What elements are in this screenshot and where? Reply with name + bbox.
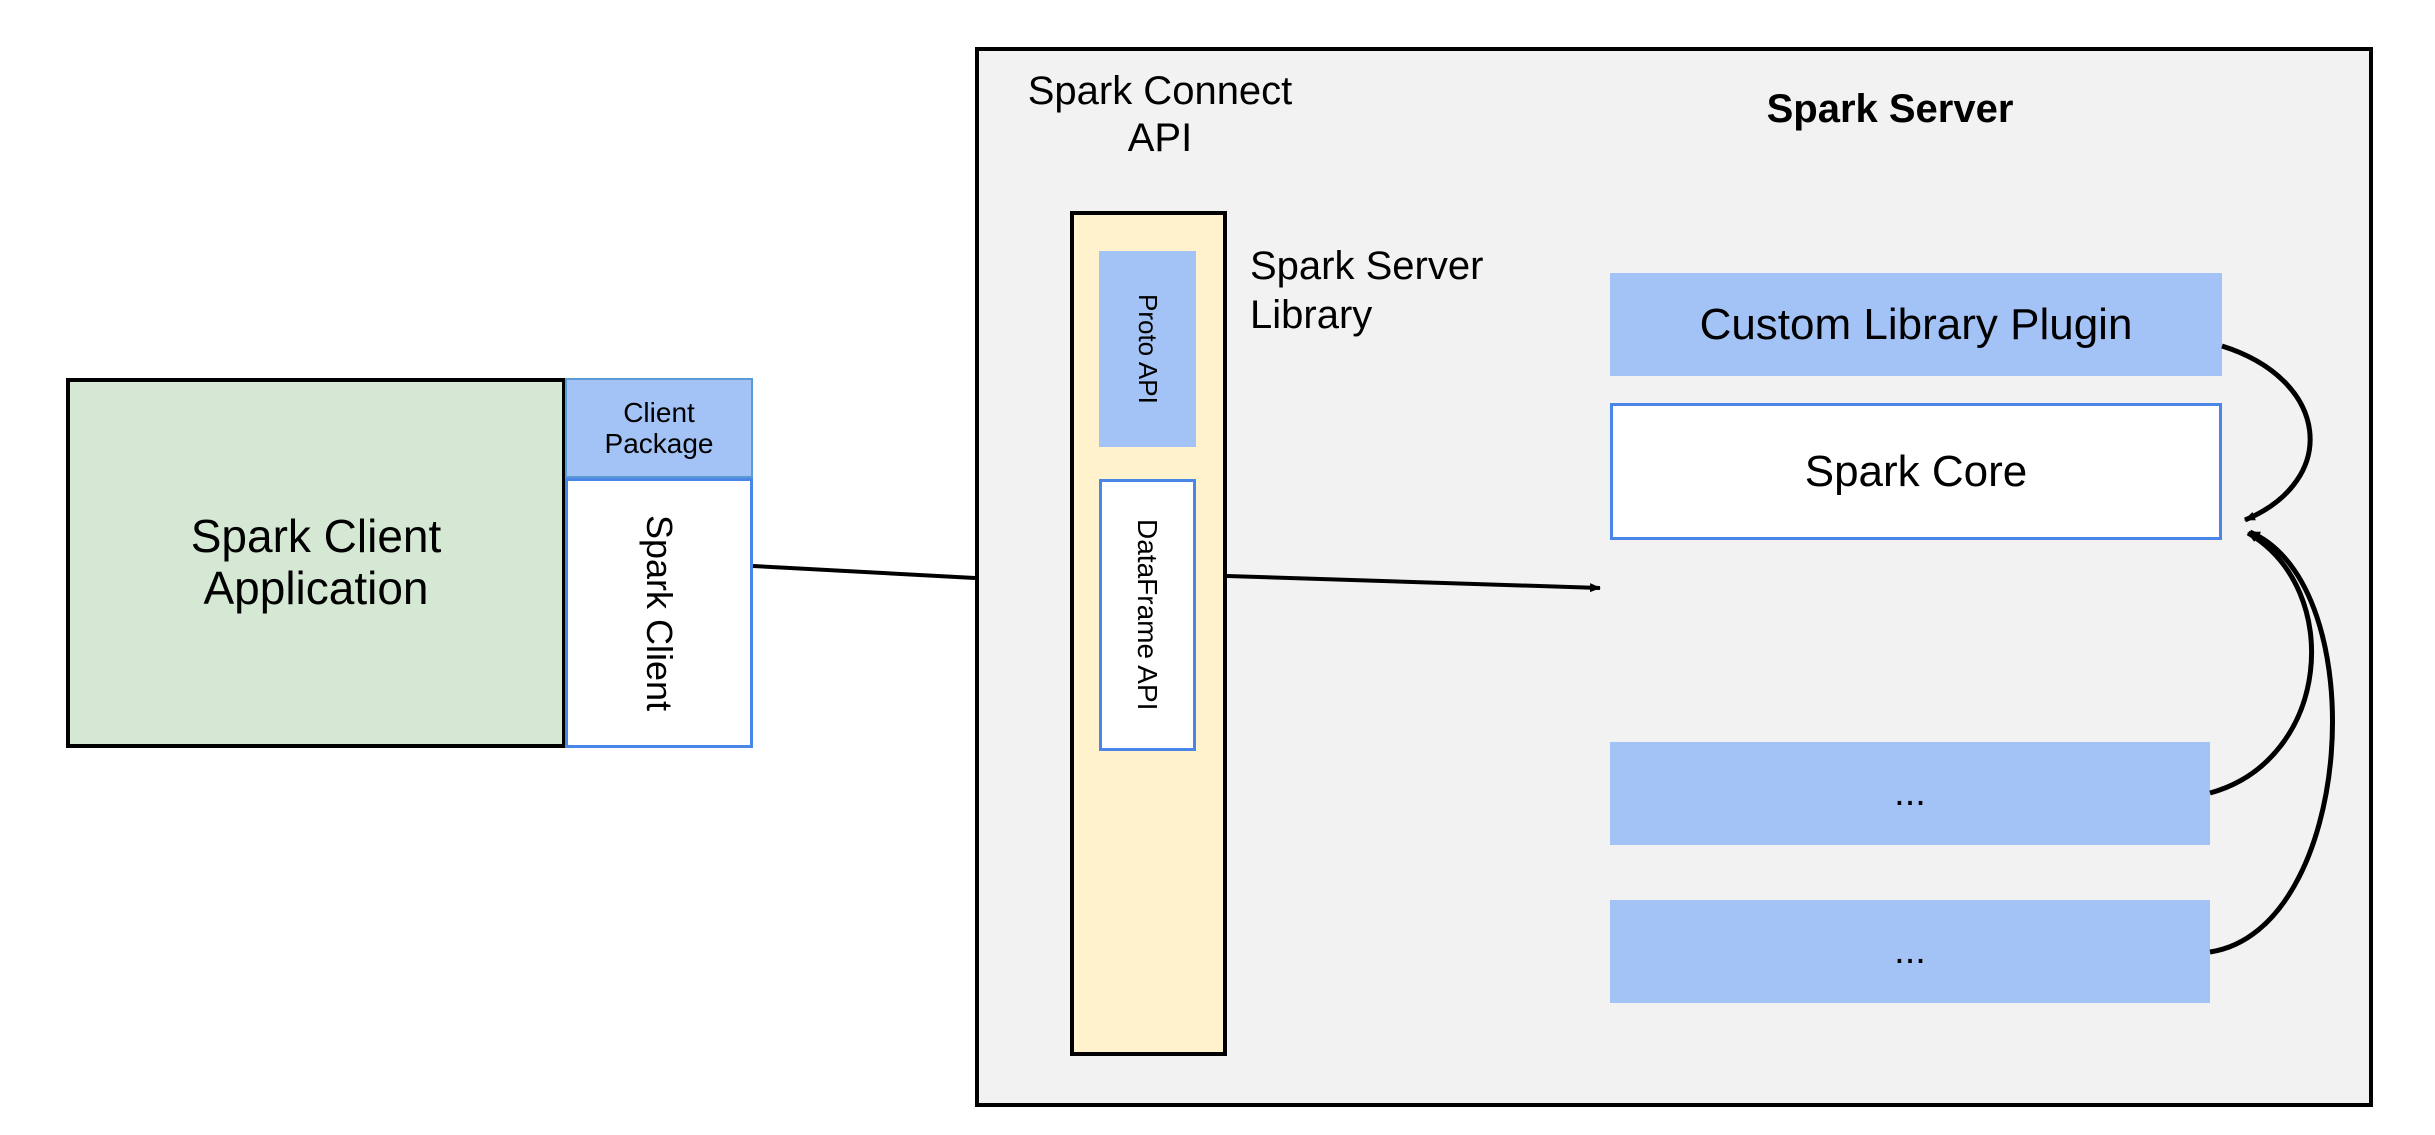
spark-core-box[interactable]: Spark Core <box>1610 403 2222 540</box>
spark-server-library-label: Spark Server Library <box>1250 244 1484 337</box>
proto-api-label: Proto API <box>1133 294 1164 404</box>
spark-server-title: Spark Server <box>1766 87 2014 131</box>
client-package-label: Client Package <box>604 396 714 459</box>
spark-core-label: Spark Core <box>1804 446 2028 496</box>
proto-api-box[interactable]: Proto API <box>1099 251 1196 447</box>
custom-library-plugin-label: Custom Library Plugin <box>1699 299 2133 349</box>
spark-client-label: Spark Client <box>639 514 681 712</box>
dataframe-api-label: DataFrame API <box>1132 519 1164 711</box>
connector-client-to-server <box>752 564 976 580</box>
spark-client-application-box[interactable]: Spark Client Application <box>66 378 566 748</box>
ellipsis-label-2: ... <box>1894 930 1926 973</box>
custom-library-plugin-box[interactable]: Custom Library Plugin <box>1610 273 2222 376</box>
dataframe-api-box[interactable]: DataFrame API <box>1099 479 1196 751</box>
server-component-ellipsis-2[interactable]: ... <box>1610 900 2210 1003</box>
spark-connect-api-label: Spark Connect API <box>1027 69 1293 161</box>
spark-client-box[interactable]: Spark Client <box>565 478 753 748</box>
spark-client-application-label: Spark Client Application <box>190 510 442 614</box>
client-package-box[interactable]: Client Package <box>565 378 753 478</box>
server-component-ellipsis-1[interactable]: ... <box>1610 742 2210 845</box>
ellipsis-label-1: ... <box>1894 772 1926 815</box>
